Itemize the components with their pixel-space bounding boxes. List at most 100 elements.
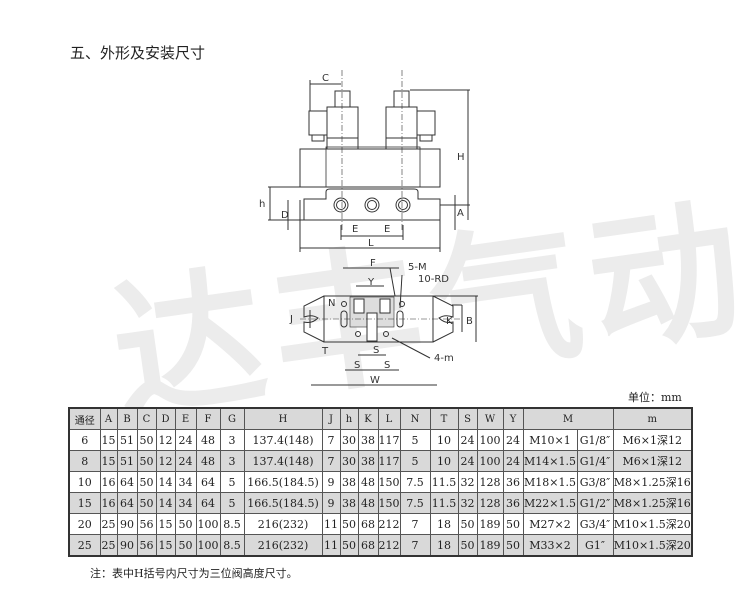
- table-cell: 12: [155, 429, 176, 451]
- table-cell: 50: [457, 513, 478, 535]
- table-cell: 32: [457, 471, 478, 493]
- table-cell: 8: [68, 450, 101, 472]
- table-cell: M22×1.5: [522, 492, 578, 514]
- section-title: 五、外形及安装尺寸: [70, 44, 206, 62]
- label-J: J: [289, 314, 293, 325]
- table-cell: 128: [476, 492, 504, 514]
- table-cell: 7: [321, 429, 341, 451]
- table-cell: 15: [68, 492, 101, 514]
- table-cell: 25: [68, 534, 101, 557]
- table-cell: 5: [399, 450, 431, 472]
- table-cell: 30: [339, 450, 359, 472]
- label-h: h: [259, 199, 265, 210]
- label-10-RD: 10-RD: [418, 274, 449, 285]
- table-cell: M6×1深12: [612, 450, 693, 472]
- label-W: W: [370, 375, 380, 386]
- table-cell: M10×1: [522, 429, 578, 451]
- table-cell: 56: [136, 534, 157, 557]
- table-cell: 15: [155, 534, 176, 557]
- table-cell: 11: [321, 534, 341, 557]
- table-cell: 24: [174, 429, 197, 451]
- table-cell: 50: [502, 534, 524, 557]
- label-F: F: [370, 258, 376, 269]
- table-cell: 137.4(148): [243, 450, 323, 472]
- label-K: K: [446, 316, 453, 327]
- table-cell: 24: [502, 429, 524, 451]
- column-header: 通径: [68, 407, 101, 430]
- table-cell: M6×1深12: [612, 429, 693, 451]
- table-cell: 14: [155, 471, 176, 493]
- label-N: N: [328, 298, 335, 309]
- table-cell: 64: [195, 492, 221, 514]
- table-cell: 166.5(184.5): [243, 492, 323, 514]
- table-cell: 3: [219, 429, 245, 451]
- table-cell: 15: [99, 429, 118, 451]
- table-cell: 32: [457, 492, 478, 514]
- table-cell: 9: [321, 492, 341, 514]
- table-cell: 64: [116, 471, 138, 493]
- table-cell: G1/8″: [576, 429, 614, 451]
- label-L: L: [368, 238, 374, 249]
- table-cell: M8×1.25深16: [612, 471, 693, 493]
- table-cell: 34: [174, 471, 197, 493]
- table-cell: 56: [136, 513, 157, 535]
- table-cell: 38: [339, 471, 359, 493]
- table-cell: 36: [502, 492, 524, 514]
- table-cell: 7: [321, 450, 341, 472]
- table-note: 注：表中H括号内尺寸为三位阀高度尺寸。: [90, 567, 298, 580]
- table-cell: M27×2: [522, 513, 578, 535]
- table-cell: 5: [219, 492, 245, 514]
- table-cell: 25: [99, 513, 118, 535]
- table-cell: 9: [321, 471, 341, 493]
- table-cell: 24: [174, 450, 197, 472]
- column-header: h: [339, 407, 359, 430]
- table-cell: 50: [136, 492, 157, 514]
- label-D: D: [281, 210, 289, 221]
- table-cell: 18: [429, 534, 459, 557]
- table-cell: 36: [502, 471, 524, 493]
- table-cell: 18: [429, 513, 459, 535]
- column-header: D: [155, 407, 176, 430]
- table-cell: G3/8″: [576, 471, 614, 493]
- table-cell: 100: [476, 450, 504, 472]
- table-cell: M14×1.5: [522, 450, 578, 472]
- table-cell: 50: [457, 534, 478, 557]
- table-cell: 34: [174, 492, 197, 514]
- table-cell: 11.5: [429, 471, 459, 493]
- label-S: S: [373, 345, 379, 356]
- table-cell: 68: [357, 513, 379, 535]
- label-B: B: [466, 316, 473, 327]
- table-cell: 117: [377, 429, 401, 451]
- label-E: E: [352, 224, 358, 235]
- table-cell: 51: [116, 450, 138, 472]
- column-header: m: [612, 407, 693, 430]
- table-cell: 50: [339, 534, 359, 557]
- table-cell: 189: [476, 534, 504, 557]
- table-cell: 64: [195, 471, 221, 493]
- table-cell: 51: [116, 429, 138, 451]
- table-cell: 38: [357, 450, 379, 472]
- table-cell: 38: [357, 429, 379, 451]
- table-cell: 12: [155, 450, 176, 472]
- table-cell: G1/2″: [576, 492, 614, 514]
- table-cell: 25: [99, 534, 118, 557]
- column-header: S: [457, 407, 478, 430]
- table-cell: G1/4″: [576, 450, 614, 472]
- table-cell: 15: [99, 450, 118, 472]
- table-cell: 11: [321, 513, 341, 535]
- label-E: E: [384, 224, 390, 235]
- table-cell: 8.5: [219, 513, 245, 535]
- table-cell: 5: [219, 471, 245, 493]
- table-cell: 212: [377, 513, 401, 535]
- table-cell: 50: [174, 513, 197, 535]
- valve-drawing: C H h D A E E L F Y 5-M 10-RD J N T K: [259, 70, 478, 386]
- table-cell: 150: [377, 492, 401, 514]
- table-cell: 50: [502, 513, 524, 535]
- table-cell: 10: [68, 471, 101, 493]
- column-header: K: [357, 407, 379, 430]
- table-cell: 7: [399, 534, 431, 557]
- table-cell: 216(232): [243, 513, 323, 535]
- table-cell: 189: [476, 513, 504, 535]
